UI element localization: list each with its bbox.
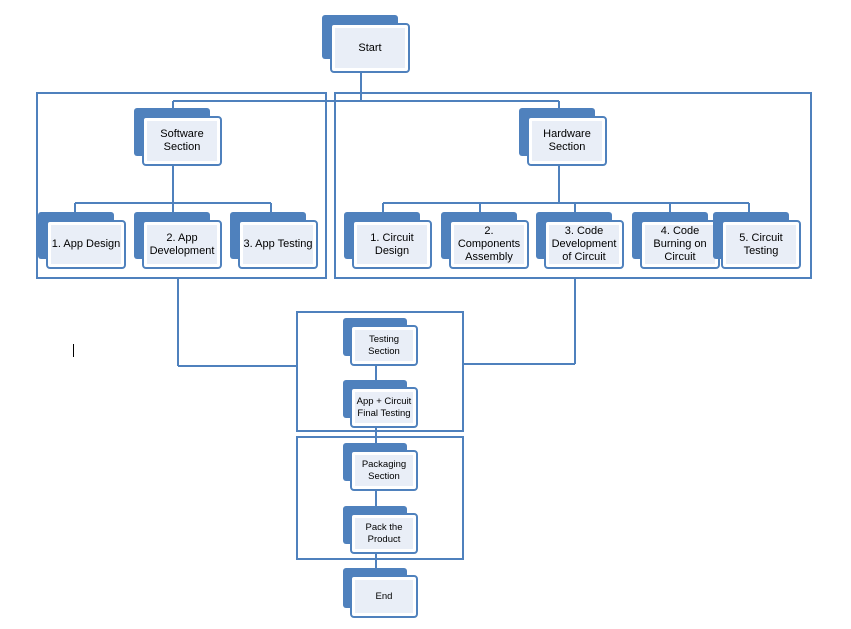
app-testing-label: 3. App Testing [243,225,313,264]
start-node: Start [322,15,410,73]
testing-section-label: Testing Section [355,330,413,361]
app-design-node: 1. App Design [38,212,126,269]
app-design-label: 1. App Design [51,225,121,264]
final-testing-node: App + Circuit Final Testing [343,380,418,428]
packaging-section-node: Packaging Section [343,443,418,491]
circuit-testing-label: 5. Circuit Testing [726,225,796,264]
text-cursor [73,344,74,357]
end-label: End [355,580,413,613]
code-development-label: 3. Code Development of Circuit [549,225,619,264]
app-development-node: 2. App Development [134,212,222,269]
end-node: End [343,568,418,618]
pack-product-node: Pack the Product [343,506,418,554]
circuit-design-node: 1. Circuit Design [344,212,432,269]
pack-product-label: Pack the Product [355,518,413,549]
code-development-node: 3. Code Development of Circuit [536,212,624,269]
software-section-node: Software Section [134,108,222,166]
start-label: Start [335,28,405,68]
testing-section-node: Testing Section [343,318,418,366]
hardware-section-label: Hardware Section [532,121,602,161]
hardware-section-frame [334,92,812,279]
packaging-section-frame [296,436,464,560]
components-assembly-node: 2. Components Assembly [441,212,529,269]
final-testing-label: App + Circuit Final Testing [355,392,413,423]
circuit-testing-node: 5. Circuit Testing [713,212,801,269]
code-burning-node: 4. Code Burning on Circuit [632,212,720,269]
circuit-design-label: 1. Circuit Design [357,225,427,264]
software-section-label: Software Section [147,121,217,161]
packaging-section-label: Packaging Section [355,455,413,486]
components-assembly-label: 2. Components Assembly [454,225,524,264]
code-burning-label: 4. Code Burning on Circuit [645,225,715,264]
app-testing-node: 3. App Testing [230,212,318,269]
app-development-label: 2. App Development [147,225,217,264]
software-section-frame [36,92,327,279]
testing-section-frame [296,311,464,432]
hardware-section-node: Hardware Section [519,108,607,166]
